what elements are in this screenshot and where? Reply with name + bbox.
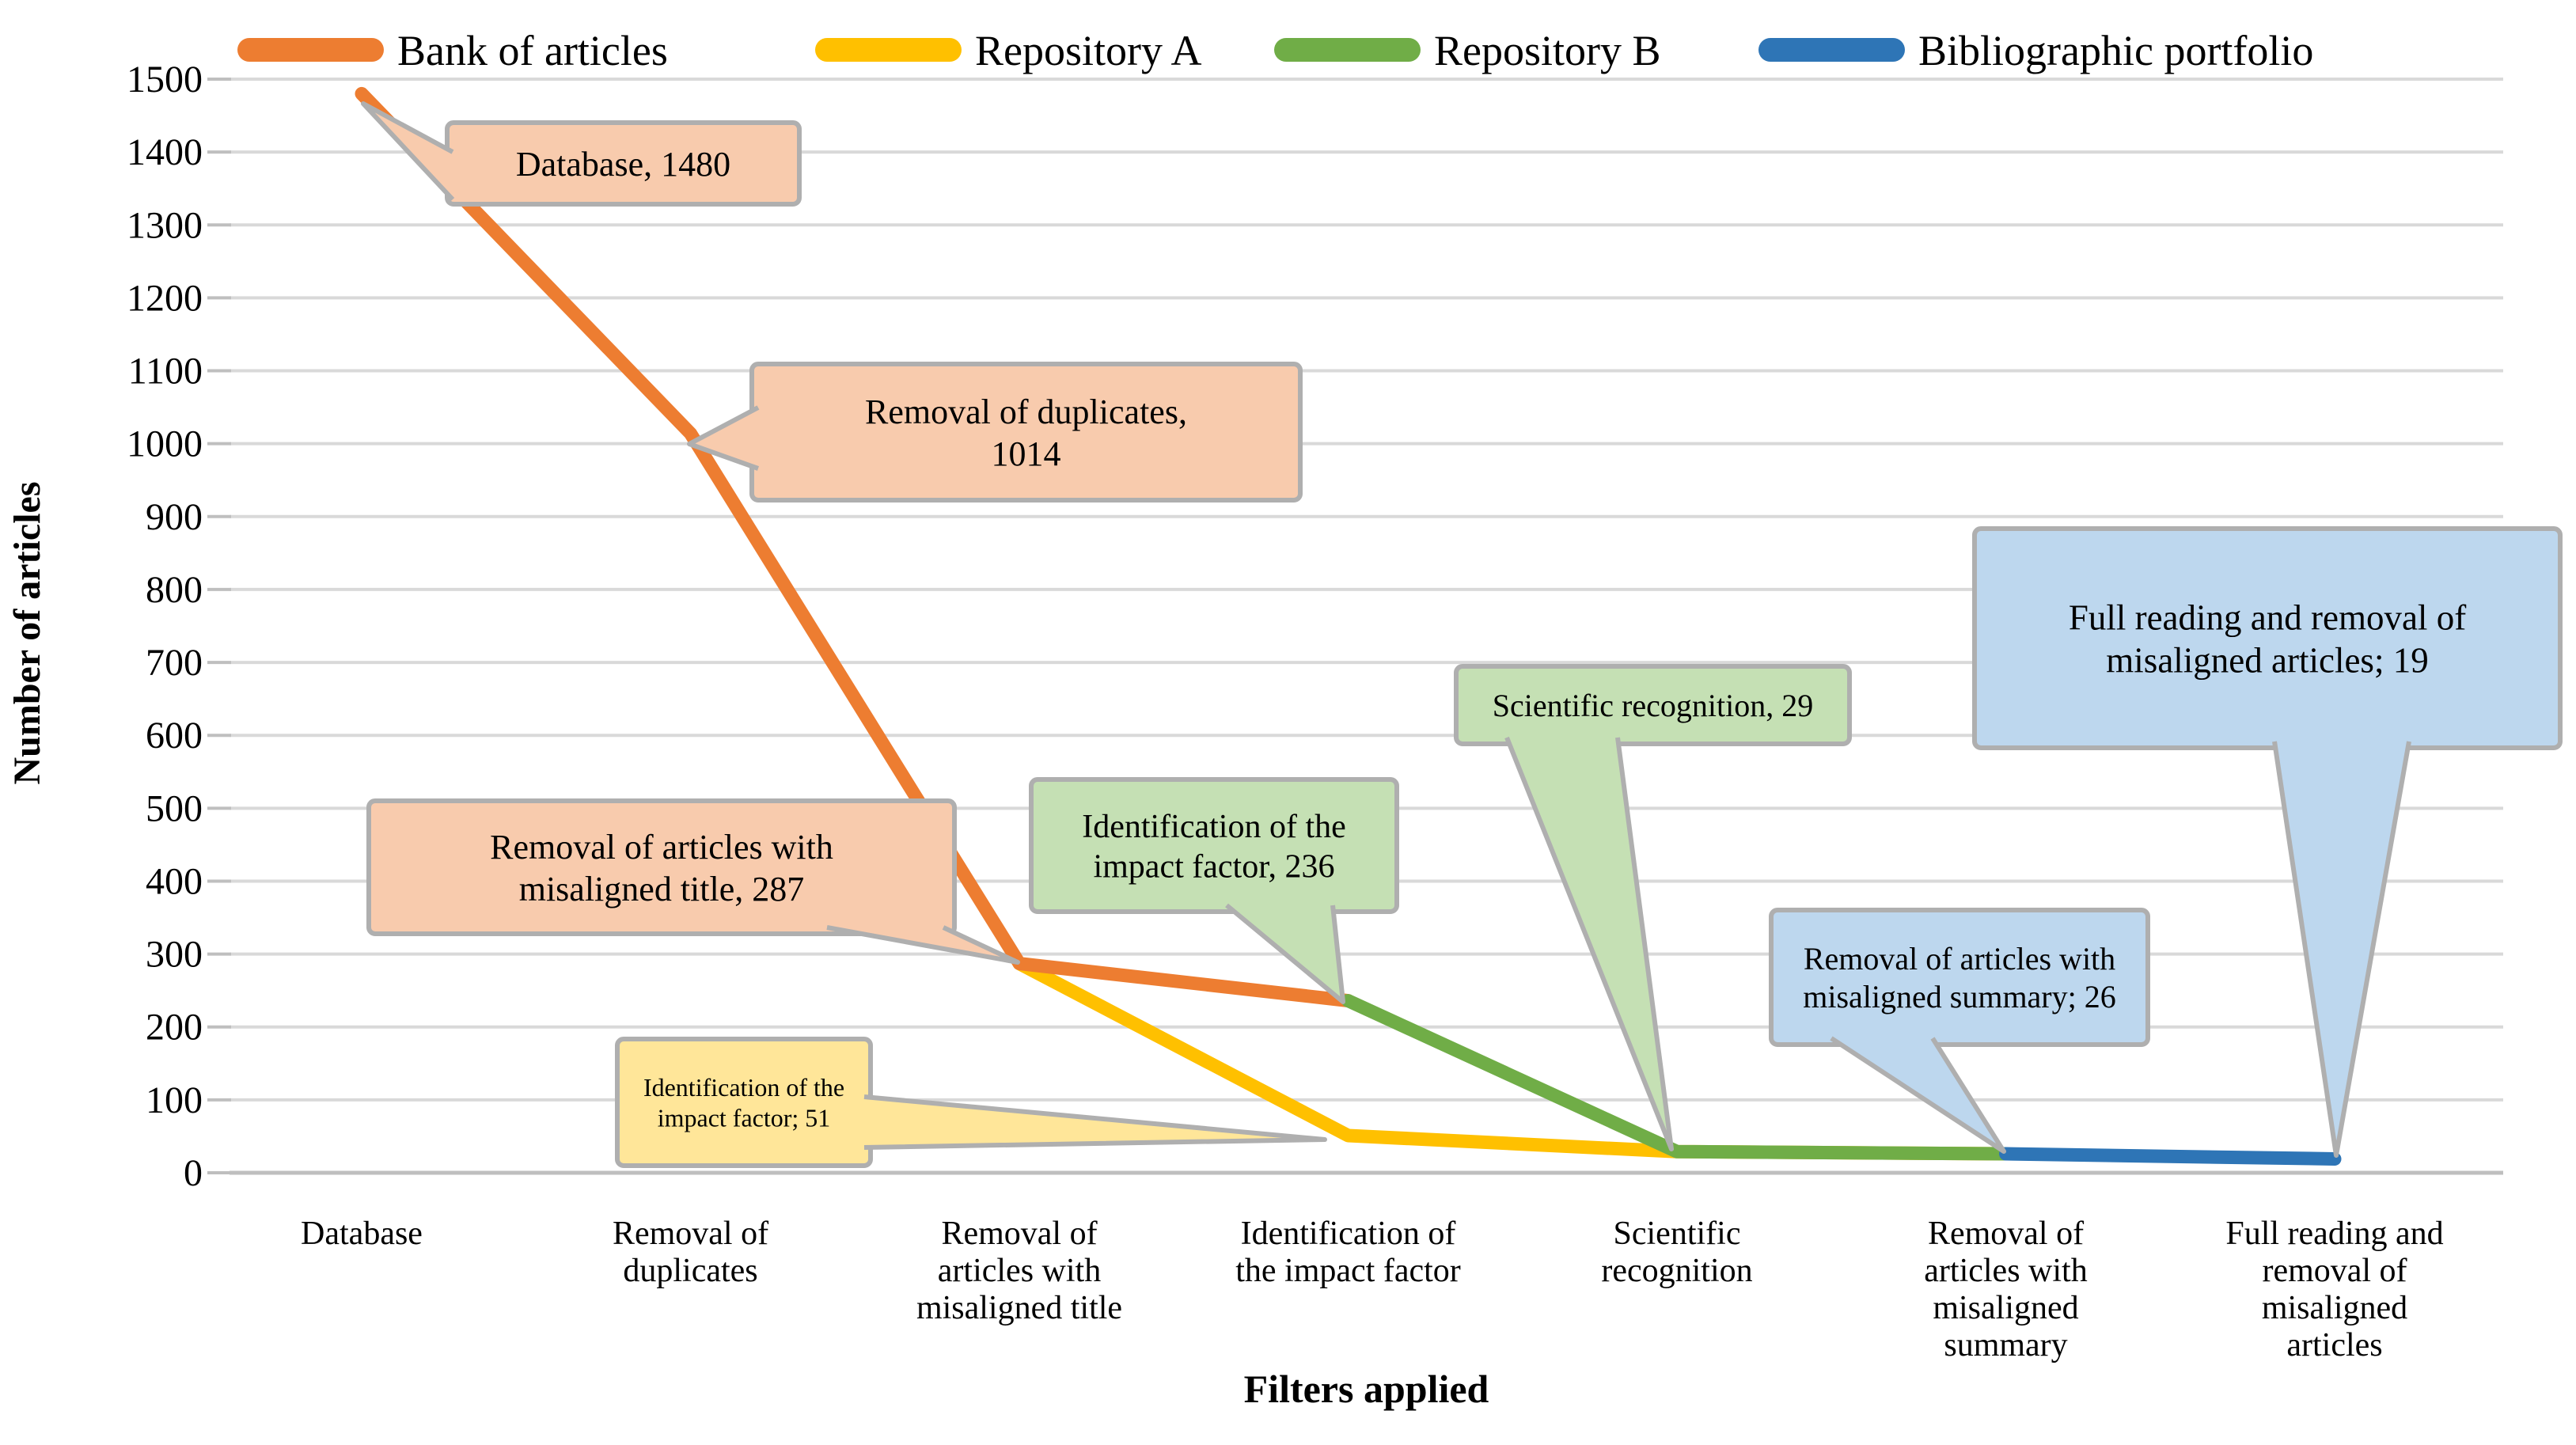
legend-swatch-repository-b [1274, 38, 1421, 62]
callout-box [1972, 526, 2563, 750]
x-axis-title: Filters applied [1244, 1367, 1489, 1411]
legend-swatch-bibliographic-portfolio [1758, 38, 1905, 62]
legend-label: Repository B [1434, 27, 1661, 74]
callout-pointer [2274, 741, 2409, 1155]
series-line-bibliographic-portfolio [1999, 1147, 2342, 1166]
callout-pointer-edge [826, 925, 1020, 965]
x-tick-label: Scientific [1614, 1216, 1741, 1252]
y-tick-label: 1200 [127, 277, 203, 319]
y-tick-label: 600 [146, 715, 203, 757]
callout-pointer-edge [1225, 903, 1345, 1004]
x-tick-label: misaligned [2262, 1290, 2407, 1326]
callout-pointer-edge [361, 101, 455, 202]
callout-box [366, 798, 957, 936]
x-tick-label: Identification of [1241, 1216, 1456, 1252]
legend-label: Repository A [975, 27, 1202, 74]
callout-box [749, 362, 1303, 503]
x-tick-label: misaligned title [916, 1290, 1122, 1326]
y-tick-label: 400 [146, 860, 203, 902]
callout-box [1454, 664, 1852, 746]
x-tick-label: removal of [2262, 1253, 2407, 1289]
callout-pointer-edge [1504, 736, 1674, 1151]
legend-label: Bibliographic portfolio [1918, 27, 2313, 74]
legend-swatch-bank-of-articles [237, 38, 384, 62]
callout-pointer [689, 408, 758, 468]
callout-text: impact factor; 51 [658, 1103, 831, 1132]
y-tick-label: 900 [146, 496, 203, 538]
series-line-bank-of-articles [355, 86, 1355, 1008]
x-tick-label: Full reading and [2225, 1216, 2443, 1252]
callout-pointer-edge [687, 405, 760, 471]
callout-pointer-edge [863, 1094, 1327, 1150]
callout-text: Scientific recognition, 29 [1493, 688, 1813, 723]
callout-box [615, 1037, 873, 1168]
x-tick-label: articles [2286, 1327, 2382, 1363]
callout-text: Identification of the [643, 1073, 844, 1102]
x-tick-label: recognition [1601, 1253, 1752, 1289]
callout-text: Identification of the [1082, 809, 1346, 845]
callout-box [1769, 908, 2150, 1047]
legend-label: Bank of articles [397, 27, 668, 74]
y-tick-label: 700 [146, 642, 203, 684]
y-tick-label: 1500 [127, 59, 203, 101]
y-tick-label: 1000 [127, 423, 203, 465]
callout-text: 1014 [992, 434, 1061, 473]
callout-pointer-edge [1830, 1036, 2006, 1154]
callout-text: Full reading and removal of [2069, 597, 2466, 637]
y-tick-label: 1300 [127, 204, 203, 246]
y-tick-label: 100 [146, 1079, 203, 1121]
x-tick-label: misaligned [1933, 1290, 2078, 1326]
callout-text: impact factor, 236 [1093, 848, 1334, 885]
y-tick-label: 500 [146, 787, 203, 829]
x-tick-label: Removal of [613, 1216, 768, 1252]
y-tick-label: 300 [146, 934, 203, 976]
y-tick-label: 1100 [128, 351, 203, 393]
callout-text: misaligned articles; 19 [2106, 640, 2428, 680]
callout-box [1029, 777, 1399, 914]
callout-text: misaligned summary; 26 [1803, 979, 2116, 1015]
series-line-repository-b [1341, 994, 2013, 1161]
x-tick-label: Removal of [1928, 1216, 2084, 1252]
x-tick-label: Removal of [941, 1216, 1097, 1252]
callout-text: Database, 1480 [516, 145, 730, 184]
callout-text: misaligned title, 287 [519, 870, 805, 908]
y-tick-label: 200 [146, 1007, 203, 1049]
callout-pointer-edge [2272, 741, 2411, 1158]
y-tick-label: 1400 [127, 131, 203, 173]
y-tick-label: 800 [146, 569, 203, 611]
legend-swatch-repository-a [815, 38, 962, 62]
x-tick-label: summary [1944, 1327, 2067, 1363]
callout-text: Removal of duplicates, [865, 393, 1187, 431]
y-tick-label: 0 [184, 1152, 203, 1194]
y-axis-title: Number of articles [6, 481, 48, 784]
x-tick-label: articles with [938, 1253, 1101, 1289]
x-tick-label: Database [301, 1216, 423, 1252]
callout-text: Removal of articles with [490, 828, 833, 867]
x-tick-label: articles with [1924, 1253, 2087, 1289]
callout-text: Removal of articles with [1804, 941, 2115, 977]
x-tick-label: duplicates [623, 1253, 757, 1289]
x-tick-label: the impact factor [1235, 1253, 1461, 1289]
